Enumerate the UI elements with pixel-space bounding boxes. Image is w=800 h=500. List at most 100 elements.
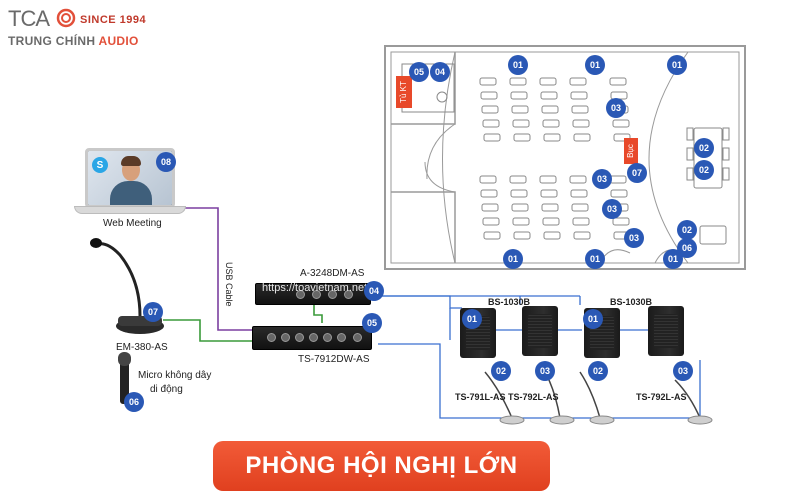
usb-cable-label: USB Cable — [224, 262, 234, 307]
wireless-mic — [118, 352, 131, 404]
stage-curve — [648, 51, 689, 264]
badge-06: 06 — [124, 392, 144, 412]
participant-body — [110, 181, 152, 205]
badge-07: 07 — [627, 163, 647, 183]
badge-03: 03 — [592, 169, 612, 189]
seat — [572, 217, 590, 226]
audience-seats — [479, 77, 631, 240]
seat — [569, 175, 587, 184]
mixer-knob — [344, 290, 353, 299]
seat — [480, 189, 498, 198]
page-title: PHÒNG HỘI NGHỊ LỚN — [213, 441, 550, 491]
amp-knob — [267, 333, 276, 342]
amp-knob — [309, 333, 318, 342]
amp-knob — [281, 333, 290, 342]
amp-knob — [295, 333, 304, 342]
badge-01: 01 — [583, 309, 603, 329]
seat — [610, 189, 628, 198]
mic-audio-line — [163, 319, 256, 342]
seat — [481, 105, 499, 114]
seat — [573, 231, 591, 240]
seat — [513, 133, 531, 142]
seat — [542, 119, 560, 128]
badge-07: 07 — [143, 302, 163, 322]
badge-03: 03 — [535, 361, 555, 381]
badge-03: 03 — [602, 199, 622, 219]
seat — [480, 91, 498, 100]
logo-brand-main: TRUNG CHÍNH — [8, 34, 96, 48]
seat — [509, 175, 527, 184]
amp-knob — [323, 333, 332, 342]
seat — [539, 77, 557, 86]
seat — [540, 91, 558, 100]
logo-swirl-icon — [56, 8, 76, 28]
speaker-label-right: BS-1030B — [610, 297, 653, 307]
logo-since: SINCE 1994 — [80, 14, 147, 26]
seat — [542, 217, 560, 226]
desk-mic-stand — [90, 238, 164, 334]
seat — [479, 175, 497, 184]
stage-tag: Bục — [626, 144, 635, 158]
seat — [612, 119, 630, 128]
speaker-label-left: BS-1030B — [488, 297, 531, 307]
seat — [509, 77, 527, 86]
seat — [609, 77, 627, 86]
seat — [510, 91, 528, 100]
seat — [612, 217, 630, 226]
seat — [543, 133, 561, 142]
video-call: S — [88, 151, 172, 205]
seat — [481, 203, 499, 212]
badge-08: 08 — [156, 152, 176, 172]
seat — [512, 119, 530, 128]
floorplan-walls — [384, 45, 746, 270]
badge-03: 03 — [624, 228, 644, 248]
logo-brand-accent: AUDIO — [98, 34, 139, 48]
seat — [482, 217, 500, 226]
tech-room-walls — [391, 52, 456, 263]
watermark: https://toavietnam.net — [262, 282, 368, 294]
badge-01: 01 — [508, 55, 528, 75]
badge-06: 06 — [677, 238, 697, 258]
badge-02: 02 — [677, 220, 697, 240]
seat — [511, 203, 529, 212]
seat — [510, 189, 528, 198]
badge-03: 03 — [673, 361, 693, 381]
web-meeting-label: Web Meeting — [103, 218, 162, 229]
badge-01: 01 — [585, 249, 605, 269]
seat — [570, 91, 588, 100]
seat — [513, 231, 531, 240]
amplifier-label: TS-7912DW-AS — [298, 354, 370, 365]
brand-logo: TCA SINCE 1994 TRUNG CHÍNH AUDIO — [8, 6, 148, 48]
delegate-unit-label-2: TS-792L-AS — [636, 392, 687, 402]
seat — [571, 203, 589, 212]
badge-04: 04 — [364, 281, 384, 301]
seat — [569, 77, 587, 86]
speaker-2 — [522, 306, 558, 356]
seat — [543, 231, 561, 240]
seat — [609, 175, 627, 184]
badge-01: 01 — [503, 249, 523, 269]
badge-02: 02 — [491, 361, 511, 381]
stage-tag-bg — [624, 138, 638, 164]
seat — [482, 119, 500, 128]
skype-icon: S — [92, 157, 108, 173]
seat — [539, 175, 557, 184]
badge-01: 01 — [585, 55, 605, 75]
speaker-4 — [648, 306, 684, 356]
mixer-amp-link — [313, 305, 323, 323]
badge-03: 03 — [606, 98, 626, 118]
delegate-unit-label-1: TS-792L-AS — [508, 392, 559, 402]
seat — [540, 189, 558, 198]
mixer-knob — [296, 290, 305, 299]
seat — [511, 105, 529, 114]
front-curve — [442, 51, 456, 264]
seat — [512, 217, 530, 226]
badge-05: 05 — [409, 62, 429, 82]
cabinet-tag-bg — [396, 76, 412, 108]
cabinet-tag: Tủ KT — [399, 81, 408, 103]
logo-mark-text: TCA — [8, 6, 50, 31]
amp-knob — [353, 333, 362, 342]
mixer-label: A-3248DM-AS — [300, 268, 365, 279]
logo-brand: TRUNG CHÍNH AUDIO — [8, 34, 139, 48]
